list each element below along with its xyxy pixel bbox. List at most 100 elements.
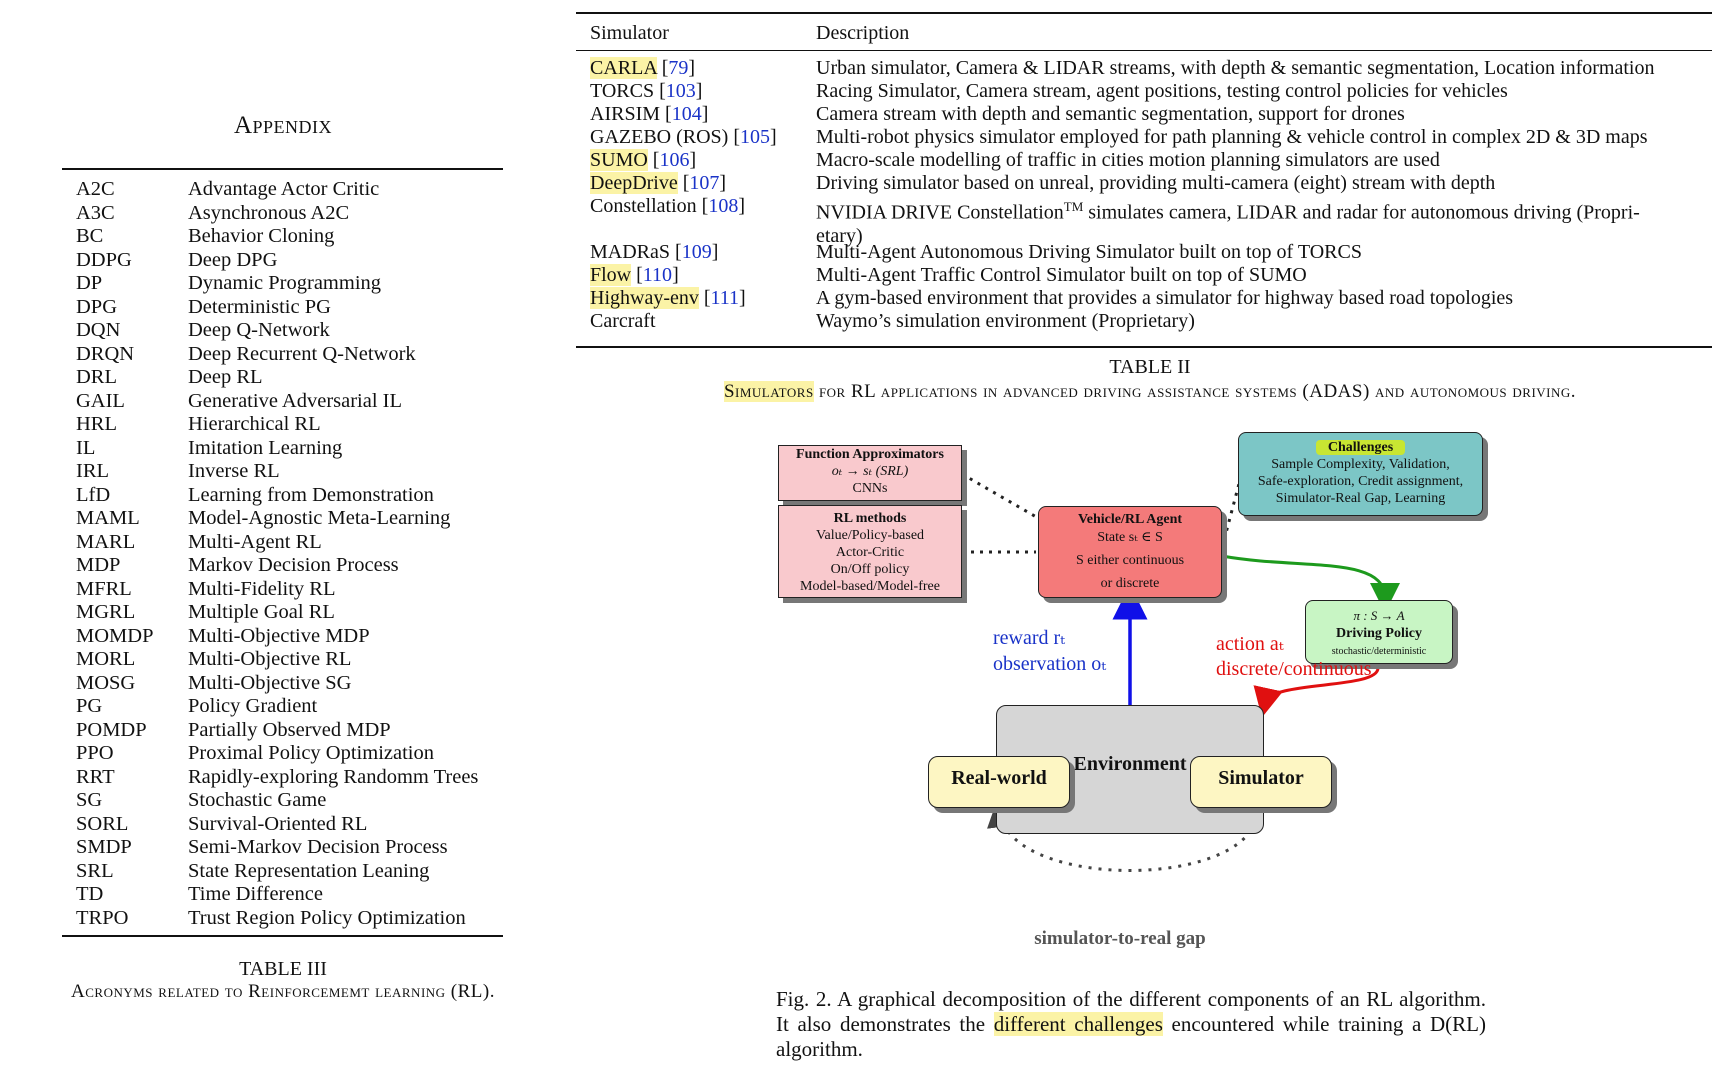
simulator-name: DeepDrive [590, 172, 678, 194]
policy-line1: π : S → A [1353, 608, 1405, 623]
acronym-abbr: POMDP [76, 718, 147, 741]
rl-methods-line: Actor-Critic [835, 545, 905, 560]
acronym-abbr: HRL [76, 413, 117, 435]
acronym-meaning: Survival-Oriented RL [188, 812, 368, 835]
simulator-name: Constellation [590, 195, 697, 217]
simulator-name-cell: AIRSIM [104] [590, 103, 709, 125]
description-text: Urban simulator, Camera & LIDAR streams,… [816, 57, 1655, 79]
acronym-meaning: Multi-Objective RL [188, 648, 352, 670]
observation-label: observation oₜ [993, 653, 1107, 675]
simulator-description: Urban simulator, Camera & LIDAR streams,… [816, 57, 1654, 80]
simulator-name-cell: SUMO [106] [590, 149, 697, 171]
simulator-name: SUMO [590, 149, 648, 171]
acronym-abbr: DP [76, 272, 103, 294]
function-approximators-box: Function Approximators oₜ → sₜ (SRL) CNN… [778, 445, 962, 501]
citation-link[interactable]: 108 [708, 195, 739, 217]
citation-link[interactable]: 111 [710, 287, 740, 309]
simulator-name: Carcraft [590, 310, 656, 332]
table2-bottom-rule [576, 346, 1712, 348]
table3-bottom-rule [62, 935, 503, 937]
acronym-meaning: Multi-Fidelity RL [188, 577, 336, 600]
acronym-meaning: Multiple Goal RL [188, 601, 335, 623]
simulator-box: Simulator [1190, 756, 1332, 808]
acronym-abbr: MAML [76, 507, 140, 529]
acronym-meaning: Advantage Actor Critic [188, 178, 380, 200]
acronym-meaning: Multi-Agent RL [188, 530, 322, 553]
dotted-func-agent [961, 472, 1039, 520]
challenges-line: Simulator-Real Gap, Learning [1275, 491, 1446, 506]
citation-link[interactable]: 105 [740, 126, 771, 148]
acronym-meaning: Deep RL [188, 366, 263, 388]
acronym-meaning: Inverse RL [188, 460, 280, 482]
citation-link[interactable]: 79 [668, 57, 689, 79]
acronym-abbr: SMDP [76, 836, 132, 858]
acronym-meaning: Generative Adversarial IL [188, 389, 403, 412]
challenges-line: Safe-exploration, Credit assignment, [1257, 474, 1464, 489]
acronym-abbr: IRL [76, 460, 110, 482]
citation-link[interactable]: 109 [681, 241, 712, 263]
citation-link[interactable]: 106 [659, 149, 690, 171]
acronym-abbr: DRQN [76, 342, 135, 365]
simulator-description: Multi-Agent Traffic Control Simulator bu… [816, 264, 1307, 287]
trademark-sup: TM [1063, 199, 1084, 214]
acronym-abbr: A3C [76, 201, 115, 224]
acronym-meaning: Deep Q-Network [188, 319, 330, 341]
acronym-abbr: TD [76, 883, 104, 905]
acronym-meaning: Multi-Objective SG [188, 671, 352, 694]
simulator-description: NVIDIA DRIVE ConstellationTM simulates c… [816, 195, 1640, 248]
citation-link[interactable]: 110 [642, 264, 673, 286]
acronym-meaning: Time Difference [188, 883, 323, 905]
acronym-abbr: IL [76, 436, 96, 459]
action-sub-label: discrete/continuous [1216, 658, 1372, 680]
description-text: Multi-Agent Autonomous Driving Simulator… [816, 241, 1362, 263]
simulator-name: Flow [590, 264, 632, 286]
challenges-title: Challenges [1315, 440, 1406, 455]
appendix-title: Appendix [233, 112, 333, 139]
description-text: A gym-based environment that provides a … [816, 287, 1514, 309]
acronym-meaning: Asynchronous A2C [188, 201, 350, 224]
func-approx-title: Function Approximators [796, 447, 944, 462]
simulator-name-cell: TORCS [103] [590, 80, 703, 102]
acronym-abbr: DQN [76, 319, 121, 341]
acronym-abbr: DRL [76, 366, 117, 388]
simulator-name: TORCS [590, 80, 655, 102]
figure-caption: Fig. 2. A graphical decomposition of the… [776, 987, 1486, 1062]
real-world-box: Real-world [928, 756, 1070, 808]
simulator-name: Highway-env [590, 287, 699, 309]
vehicle-agent-box: Vehicle/RL Agent State sₜ ∈ S S either c… [1038, 506, 1222, 598]
simulator-name: MADRaS [590, 241, 671, 263]
red-arrow [1253, 667, 1380, 718]
reward-label: reward rₜ [993, 627, 1066, 649]
func-approx-line1: oₜ → sₜ (SRL) [831, 464, 909, 479]
challenges-box: Challenges Sample Complexity, Validation… [1238, 432, 1483, 516]
acronym-meaning: Partially Observed MDP [188, 718, 391, 741]
citation-link[interactable]: 104 [671, 103, 702, 125]
dotted-agent-challenges [1220, 479, 1242, 549]
simulator-description: Racing Simulator, Camera stream, agent p… [816, 80, 1508, 103]
acronym-abbr: DDPG [76, 248, 132, 271]
rl-methods-title: RL methods [833, 511, 907, 526]
table3-caption: Acronyms related to Reinforcememt learni… [71, 981, 495, 1002]
description-text: Waymo’s simulation environment (Propriet… [816, 310, 1195, 332]
acronym-meaning: Deep Recurrent Q-Network [188, 342, 416, 365]
table2-label: TABLE II [1109, 356, 1191, 378]
acronym-meaning: Semi-Markov Decision Process [188, 836, 448, 858]
citation-link[interactable]: 107 [689, 172, 720, 194]
description-text-rest: simulates camera, LIDAR and radar for au… [1083, 201, 1640, 224]
citation-link[interactable]: 103 [665, 80, 696, 102]
simulator-name-cell: Highway-env [111] [590, 287, 746, 309]
simulator-description: Macro-scale modelling of traffic in citi… [816, 149, 1440, 172]
acronym-meaning: Hierarchical RL [188, 413, 321, 435]
agent-title: Vehicle/RL Agent [1077, 512, 1183, 527]
table2-caption-highlight: Simulators [723, 381, 814, 402]
fig-caption-lead: Fig. 2. A graphical decomposition of the… [776, 987, 1486, 1036]
fig-caption-highlight: different challenges [993, 1012, 1163, 1036]
green-arrow [1221, 554, 1400, 613]
simulator-description: Multi-Agent Autonomous Driving Simulator… [816, 241, 1362, 264]
rl-methods-box: RL methods Value/Policy-based Actor-Crit… [778, 505, 962, 598]
acronym-meaning: Multi-Objective MDP [188, 624, 370, 647]
acronym-abbr: SORL [76, 812, 129, 835]
acronym-meaning: Dynamic Programming [188, 272, 382, 294]
simulator-description: Multi-robot physics simulator employed f… [816, 126, 1648, 149]
rl-methods-line: Model-based/Model-free [800, 579, 940, 594]
